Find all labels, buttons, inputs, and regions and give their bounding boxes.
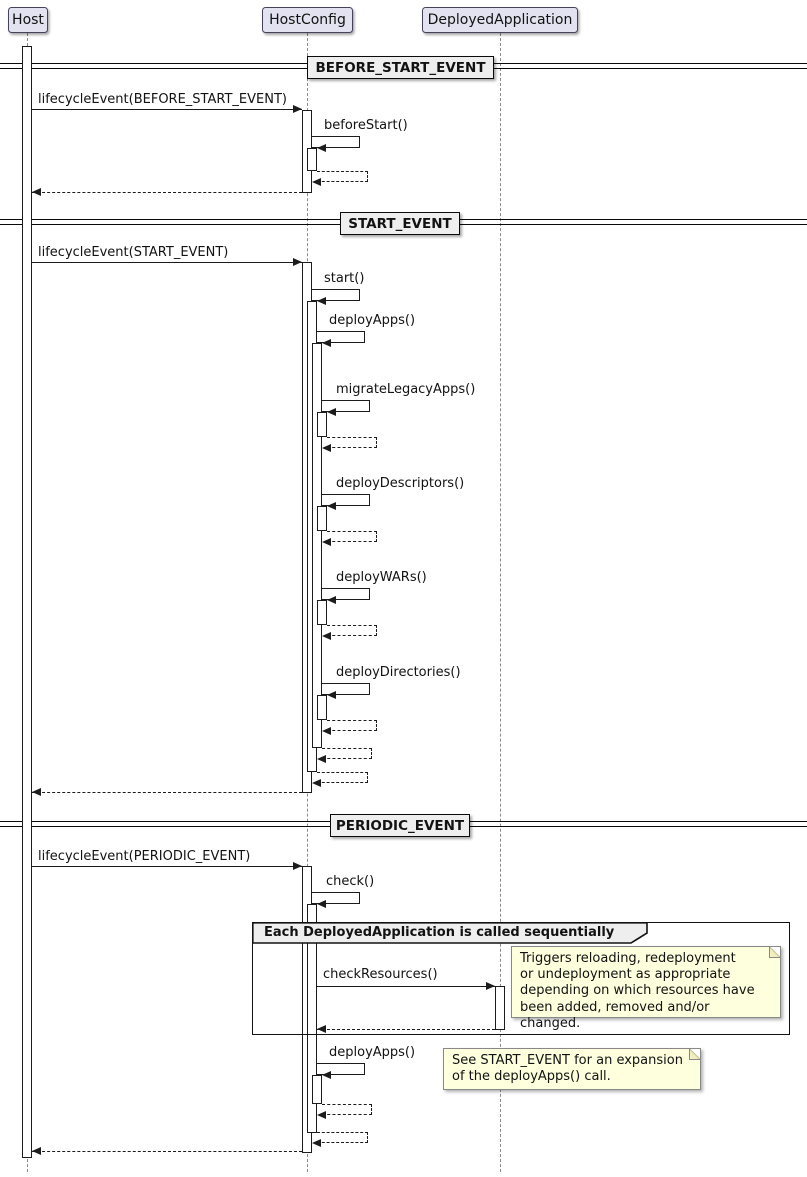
message-label-migratelegacyapps: migrateLegacyApps(): [336, 382, 476, 397]
return-line: [32, 792, 302, 793]
activation-bar-deployedapplication: [495, 986, 505, 1030]
arrowhead-left: [327, 691, 336, 700]
arrowhead-left: [317, 900, 326, 909]
self-call-beforestart: [312, 136, 360, 153]
self-call-deployapps: [317, 331, 365, 348]
note-text: See START_EVENT for an expansion of the …: [452, 1053, 683, 1085]
note-text: Triggers reloading, redeployment or unde…: [520, 951, 755, 1031]
lifeline-deployedapplication: [500, 33, 501, 1172]
arrowhead-left: [317, 297, 326, 306]
arrowhead-right: [486, 982, 495, 990]
self-return-deployapps-periodic: [317, 1104, 372, 1120]
message-label-check: check(): [326, 874, 375, 889]
message-label-deployapps: deployApps(): [329, 313, 416, 328]
activation-bar-check: [307, 904, 317, 1133]
participant-name: Host: [12, 12, 44, 28]
arrowhead-left: [32, 1147, 41, 1155]
divider-start-event: START_EVENT: [340, 212, 460, 235]
message-label-deployapps-periodic: deployApps(): [329, 1045, 416, 1060]
arrowhead-left: [322, 444, 331, 453]
self-call-start: [312, 289, 360, 306]
message-label-lifecycle-start: lifecycleEvent(START_EVENT): [38, 245, 229, 260]
self-call-deploydirectories: [322, 683, 370, 700]
arrowhead-left: [322, 1071, 331, 1080]
message-line: [32, 109, 302, 110]
self-return-deploywars: [322, 625, 377, 641]
activation-bar-deploywars: [317, 600, 327, 625]
message-label-deploywars: deployWARs(): [336, 570, 427, 585]
self-return-deploydirectories: [322, 720, 377, 736]
arrowhead-right: [293, 105, 302, 113]
self-return-deployapps: [317, 748, 372, 764]
arrowhead-left: [317, 144, 326, 153]
message-label-deploydirectories: deployDirectories(): [336, 665, 461, 680]
message-label-lifecycle-before-start: lifecycleEvent(BEFORE_START_EVENT): [38, 92, 287, 107]
message-line: [32, 262, 302, 263]
arrowhead-left: [322, 538, 331, 547]
self-return-deploydescriptors: [322, 531, 377, 547]
arrowhead-left: [312, 779, 321, 788]
return-line: [32, 1151, 302, 1152]
group-header-shape: [252, 922, 648, 944]
participant-name: DeployedApplication: [427, 12, 573, 28]
self-call-deploydescriptors: [322, 494, 370, 511]
arrowhead-left: [312, 1139, 321, 1148]
arrowhead-left: [327, 408, 336, 417]
self-return-beforestart: [312, 171, 368, 187]
arrowhead-left: [312, 178, 321, 187]
activation-bar-deploydirectories: [317, 695, 327, 720]
participant-deployedapplication: DeployedApplication: [422, 7, 578, 33]
arrowhead-left: [317, 755, 326, 764]
message-line: [32, 866, 302, 867]
self-call-deployapps-periodic: [317, 1063, 365, 1080]
message-label-lifecycle-periodic: lifecycleEvent(PERIODIC_EVENT): [38, 849, 251, 864]
self-call-migratelegacyapps: [322, 400, 370, 417]
arrowhead-left: [32, 788, 41, 796]
divider-before-start-event: BEFORE_START_EVENT: [307, 56, 494, 79]
participant-host: Host: [8, 7, 48, 33]
arrowhead-left: [322, 339, 331, 348]
note-deploy-apps: See START_EVENT for an expansion of the …: [443, 1048, 701, 1090]
activation-bar-deployapps-periodic: [312, 1075, 322, 1104]
arrowhead-right: [293, 862, 302, 870]
divider-periodic-event: PERIODIC_EVENT: [330, 814, 470, 837]
self-call-check: [312, 892, 360, 909]
arrowhead-left: [327, 596, 336, 605]
activation-bar-migratelegacyapps: [317, 412, 327, 437]
message-label-beforestart: beforeStart(): [324, 118, 408, 133]
message-line: [317, 986, 495, 987]
arrowhead-left: [322, 727, 331, 736]
activation-bar-host: [22, 46, 32, 1158]
arrowhead-left: [327, 502, 336, 511]
message-label-checkresources: checkResources(): [323, 967, 438, 982]
self-return-migratelegacyapps: [322, 437, 377, 453]
participant-hostconfig: HostConfig: [262, 7, 353, 33]
message-label-deploydescriptors: deployDescriptors(): [336, 476, 465, 491]
arrowhead-left: [317, 1025, 326, 1033]
activation-bar-beforestart: [307, 148, 317, 171]
participant-name: HostConfig: [269, 12, 346, 28]
note-check-resources: Triggers reloading, redeployment or unde…: [511, 946, 781, 1031]
arrowhead-right: [293, 258, 302, 266]
arrowhead-left: [32, 188, 41, 196]
note-fold-icon: [769, 947, 780, 958]
self-call-deploywars: [322, 588, 370, 605]
arrowhead-left: [317, 1111, 326, 1120]
divider-label: START_EVENT: [348, 215, 452, 232]
self-return-check: [312, 1132, 368, 1148]
group-title: Each DeployedApplication is called seque…: [264, 925, 615, 940]
divider-label: BEFORE_START_EVENT: [315, 59, 486, 76]
arrowhead-left: [322, 632, 331, 641]
activation-bar-deploydescriptors: [317, 506, 327, 531]
return-line: [32, 192, 302, 193]
note-fold-icon: [689, 1049, 700, 1060]
return-line: [317, 1029, 495, 1030]
divider-label: PERIODIC_EVENT: [335, 817, 465, 834]
message-label-start: start(): [324, 271, 365, 286]
self-return-start: [312, 772, 368, 788]
activation-bar-deployapps: [312, 343, 322, 748]
